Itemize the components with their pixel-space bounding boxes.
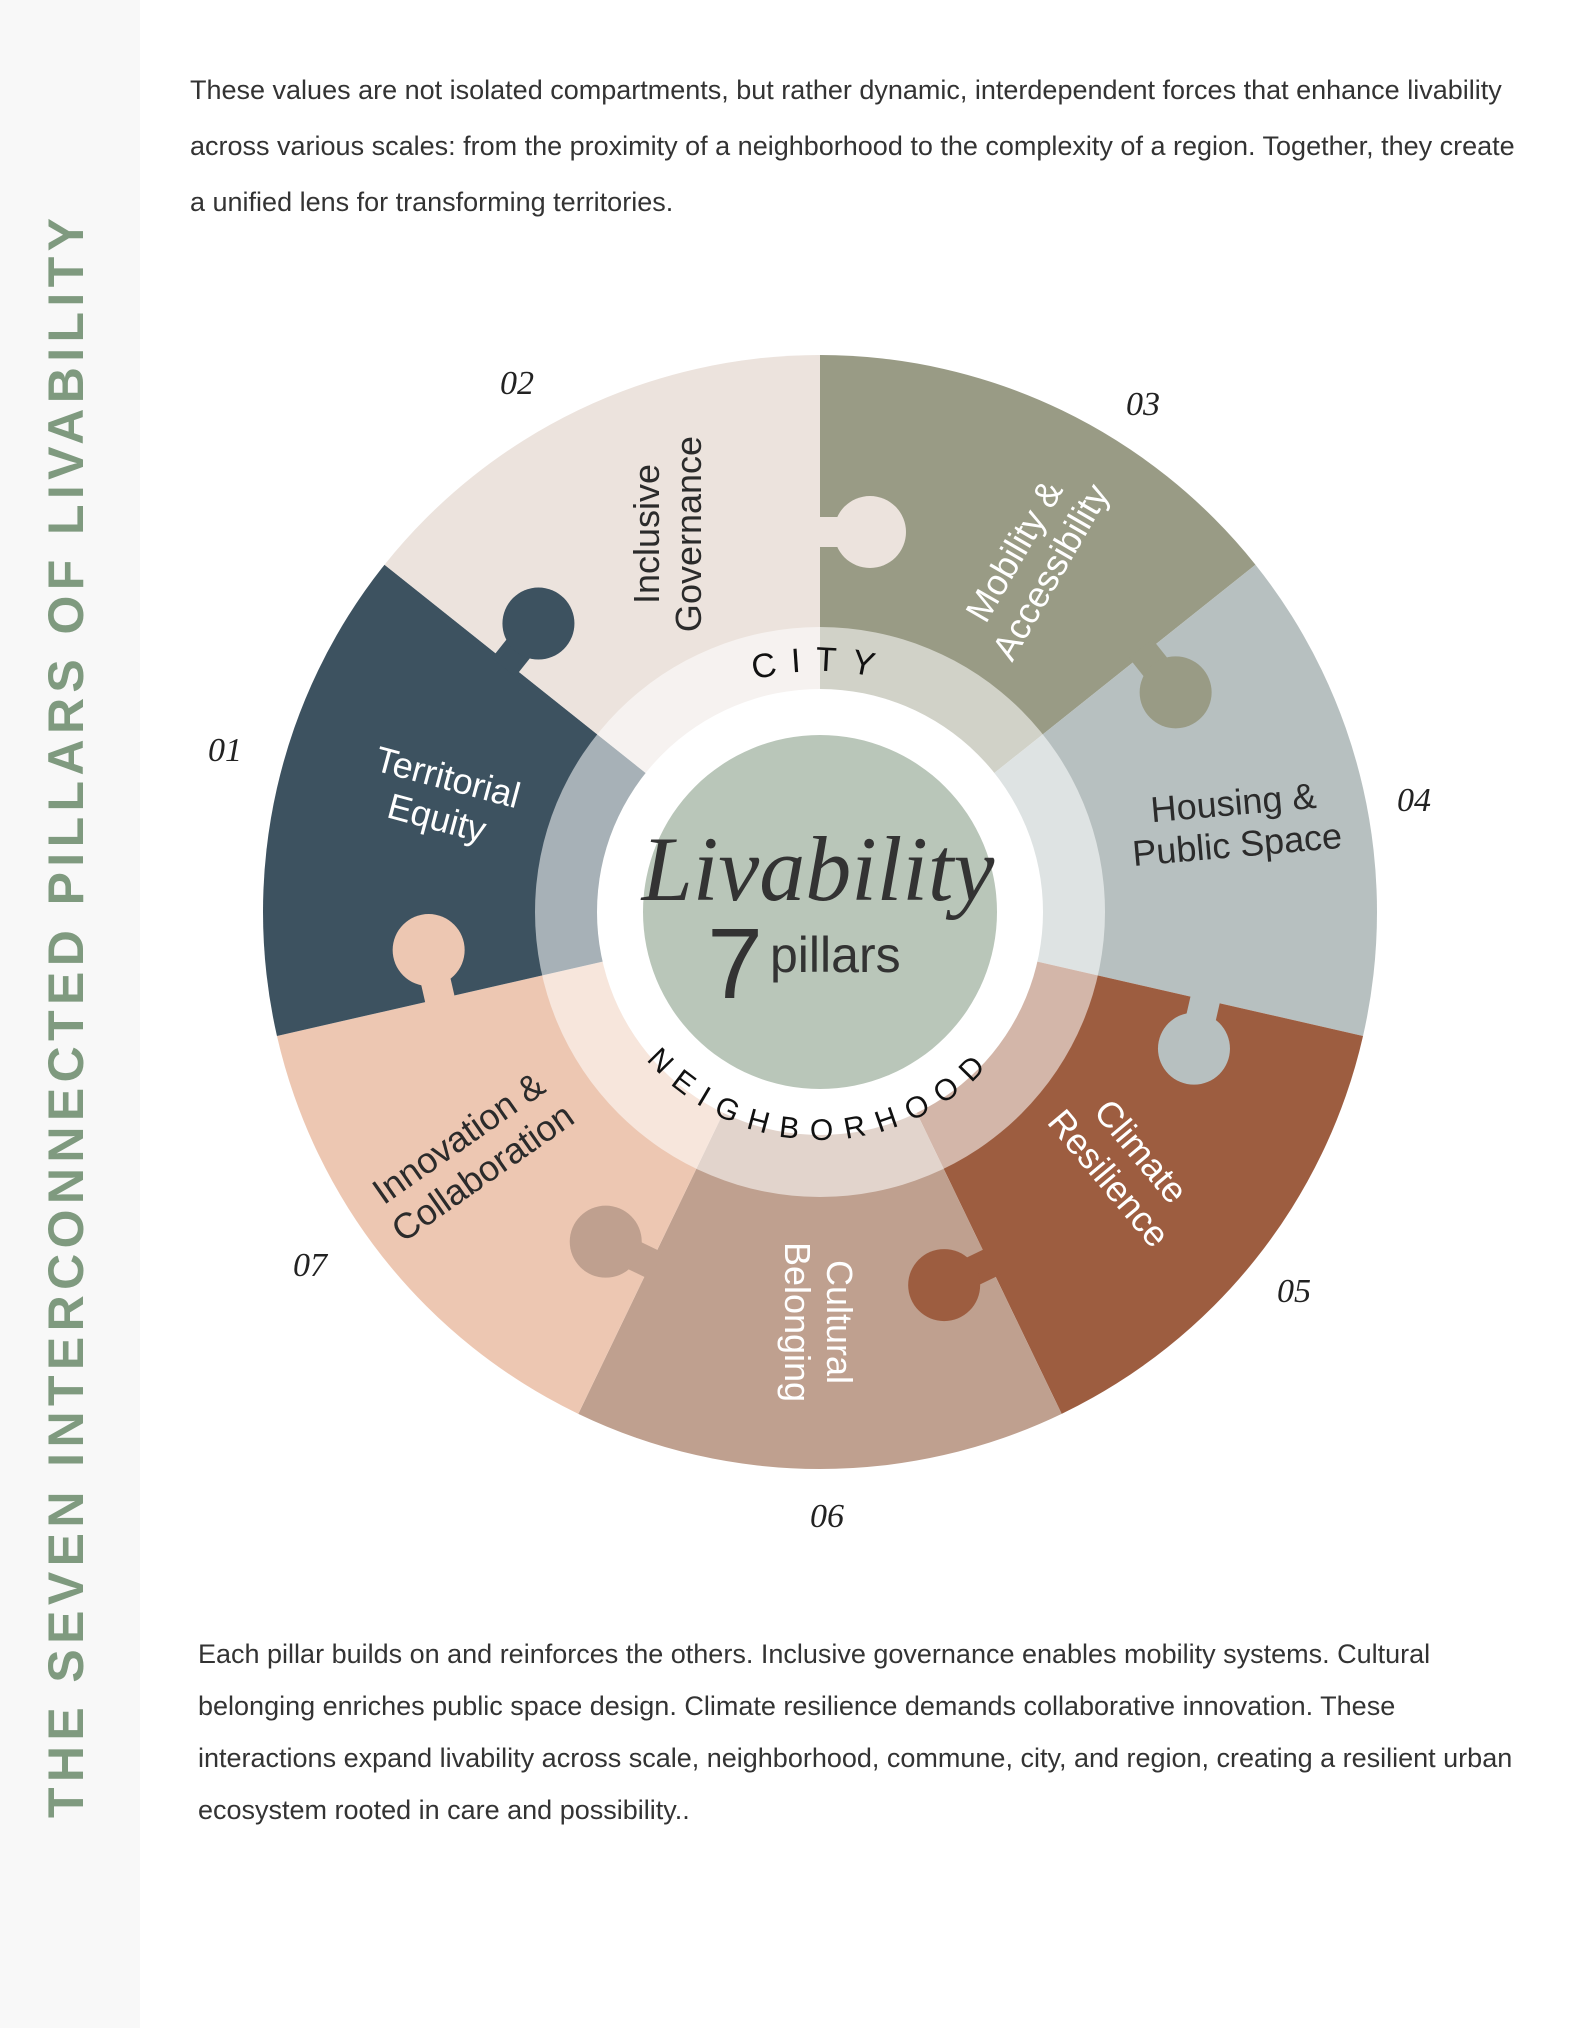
pillar-number-04: 04 (1397, 782, 1431, 819)
pillar-label-02: InclusiveGovernance (626, 436, 709, 632)
pillar-number-07: 07 (293, 1247, 329, 1284)
pillar-label-line1: Cultural (819, 1260, 860, 1384)
puzzle-knob-01 (491, 587, 575, 677)
pillar-label-line2: Belonging (777, 1242, 818, 1402)
intro-paragraph: These values are not isolated compartmen… (190, 75, 1515, 217)
puzzle-knob-04 (1157, 990, 1230, 1085)
pillar-number-03: 03 (1126, 386, 1160, 423)
puzzle-knob-06 (569, 1205, 663, 1280)
puzzle-knob-07 (392, 914, 465, 1008)
center-number: 7 (707, 908, 763, 1020)
puzzle-knob-05 (908, 1247, 1002, 1322)
pillar-number-02: 02 (500, 365, 534, 402)
sidebar-title-svg: THE SEVEN INTERCONNECTED PILLARS OF LIVA… (38, 218, 94, 1818)
center-unit: pillars (770, 927, 901, 983)
sidebar: THE SEVEN INTERCONNECTED PILLARS OF LIVA… (0, 0, 140, 2028)
pillar-label-06: CulturalBelonging (777, 1242, 860, 1402)
center-circle (643, 735, 997, 1089)
pillar-label-line2: Governance (668, 436, 709, 632)
pillar-label-line1: Inclusive (626, 464, 667, 604)
pillar-number-01: 01 (208, 732, 242, 769)
puzzle-knob-03 (1128, 639, 1212, 729)
center-title: Livability (640, 818, 995, 920)
pillar-number-05: 05 (1277, 1273, 1311, 1310)
puzzle-knob-02 (814, 496, 906, 568)
outro-paragraph: Each pillar builds on and reinforces the… (198, 1639, 1513, 1825)
pillar-number-06: 06 (810, 1498, 844, 1535)
